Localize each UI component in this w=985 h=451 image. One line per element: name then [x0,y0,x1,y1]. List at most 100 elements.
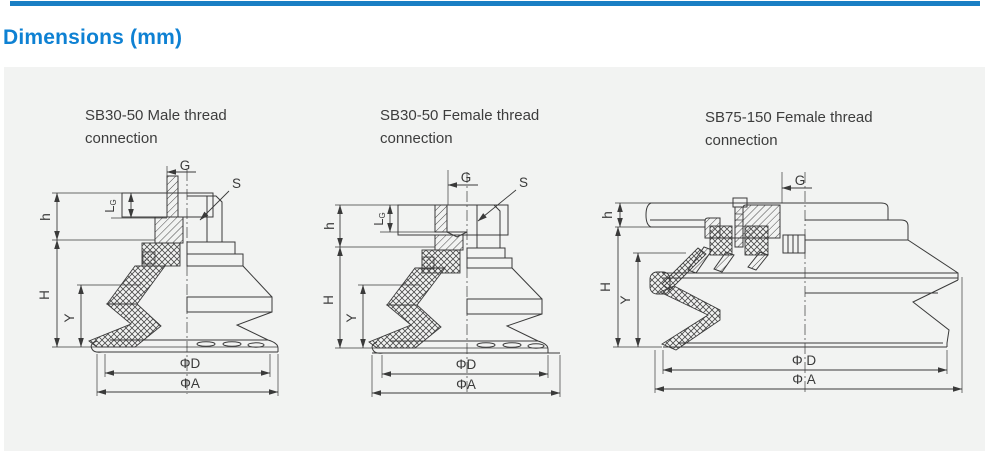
ring-band [186,296,273,313]
dim-label-g: G [180,158,191,173]
dim-H: H [321,246,343,349]
clamp-nut-section [154,216,184,244]
dim-label-phi-a: ΦA [456,377,476,392]
dim-label-lg: LG [371,212,387,225]
screw-shank [734,206,744,248]
drawing-sb75-150-female: G h H Y Φ D Φ A [598,172,963,394]
seal-ring-section [421,256,435,270]
dim-label-h: h [38,213,53,221]
cup-outline-right [335,204,560,354]
dim-h: h [322,204,435,248]
dim-label-s: S [232,176,241,191]
drawing-sb30-50-female: G S LG h H Y [321,170,561,397]
suction-slot [502,342,522,348]
leader-S: S [477,175,528,222]
dim-label-phi-d: ΦD [180,356,201,371]
dim-label-y: Y [62,313,77,322]
male-thread-stud [166,175,179,218]
bellows-fold [505,313,543,342]
figure-title-line1: SB75-150 Female thread [705,109,873,126]
dome-slope [907,239,959,280]
cone-edge [511,267,543,300]
dim-Y: Y [62,284,141,348]
support-fin [747,251,769,271]
cup-section-left [88,175,214,353]
dim-G: G [447,170,478,205]
dim-label-y: Y [344,313,359,322]
dim-label-H: H [321,295,336,305]
dome-step-2 [805,219,909,241]
cup-outline-right [662,202,959,348]
suction-slot [527,343,545,349]
hex-fitting [467,204,501,249]
suction-slot [247,342,265,348]
female-thread-wall [434,204,448,233]
rubber-pad-right [744,225,769,256]
drawing-sb30-50-male: G S LG h H Y [37,158,279,396]
dim-phiD: ΦD [381,355,549,378]
dim-phiA: ΦA [371,355,561,397]
dim-Lg: LG [102,192,167,219]
top-accent-bar [10,1,980,6]
figure-title-line2: connection [85,130,158,147]
dim-phiD: ΦD [104,354,271,377]
cup-section-left [368,204,509,354]
dim-label-phi-d: ΦD [456,357,477,372]
figure-title-line2: connection [705,132,778,149]
figure-title-sb75-150-female: SB75-150 Female thread connection [705,106,873,152]
ring-band [466,298,543,315]
cone-edge [242,265,273,298]
rubber-pad-left [709,225,733,256]
cup-wall-bellows-section [368,304,442,349]
dim-label-phi-a: ΦA [180,376,200,391]
cup-wall-bellows-section [88,303,162,348]
dim-H: H [37,239,60,348]
dim-phiD: Φ D [662,350,948,374]
cup-top-left [645,197,806,274]
figure-title-line1: SB30-50 Female thread [380,107,540,124]
suction-slot [222,341,242,347]
wall-bellows-band [658,285,721,351]
dim-label-s: S [519,175,528,190]
dim-G: G [781,172,812,203]
lip-edge-right [267,339,279,352]
dim-Y: Y [344,284,420,349]
dimensions-panel: SB30-50 Male thread connection [4,67,985,451]
dim-label-H: H [598,282,613,292]
thread-relief-steps [782,234,806,254]
figure-title-sb30-50-female: SB30-50 Female thread connection [380,104,539,150]
dome-step-1 [805,202,889,221]
bellows-fold [912,279,959,347]
dim-h: h [600,202,650,228]
suction-slot [196,341,216,347]
suction-slot [476,342,496,348]
figure-title-sb30-50-male: SB30-50 Male thread connection [85,104,227,150]
dim-label-H: H [37,290,52,300]
dim-label-g: G [795,173,806,188]
dim-G: G [166,158,196,176]
dim-phiA: ΦA [96,354,279,396]
dim-label-y: Y [618,295,633,304]
page-title: Dimensions (mm) [3,26,183,49]
leader-S: S [199,176,241,221]
dim-label-phi-d: Φ D [792,353,817,368]
dim-label-h: h [322,222,337,230]
dim-label-lg: LG [102,199,118,212]
lip-edge-right [537,340,549,353]
figure-title-line2: connection [380,130,453,147]
dim-Lg: LG [371,204,447,233]
cup-outline-right [52,195,279,353]
figure-title-line1: SB30-50 Male thread [85,107,227,124]
dim-label-phi-a: Φ A [792,372,816,387]
dim-label-h: h [600,211,615,219]
dim-phiA: Φ A [654,277,963,393]
dim-h: h [38,192,155,241]
dim-label-g: G [461,170,472,185]
dim-Y: Y [618,252,686,348]
cup-wall-upper-section [386,267,446,306]
cup-wall-left-section [649,247,721,351]
seal-ring-section [142,251,156,265]
thread-bore [446,205,468,238]
clamp-nut-section [434,234,464,251]
